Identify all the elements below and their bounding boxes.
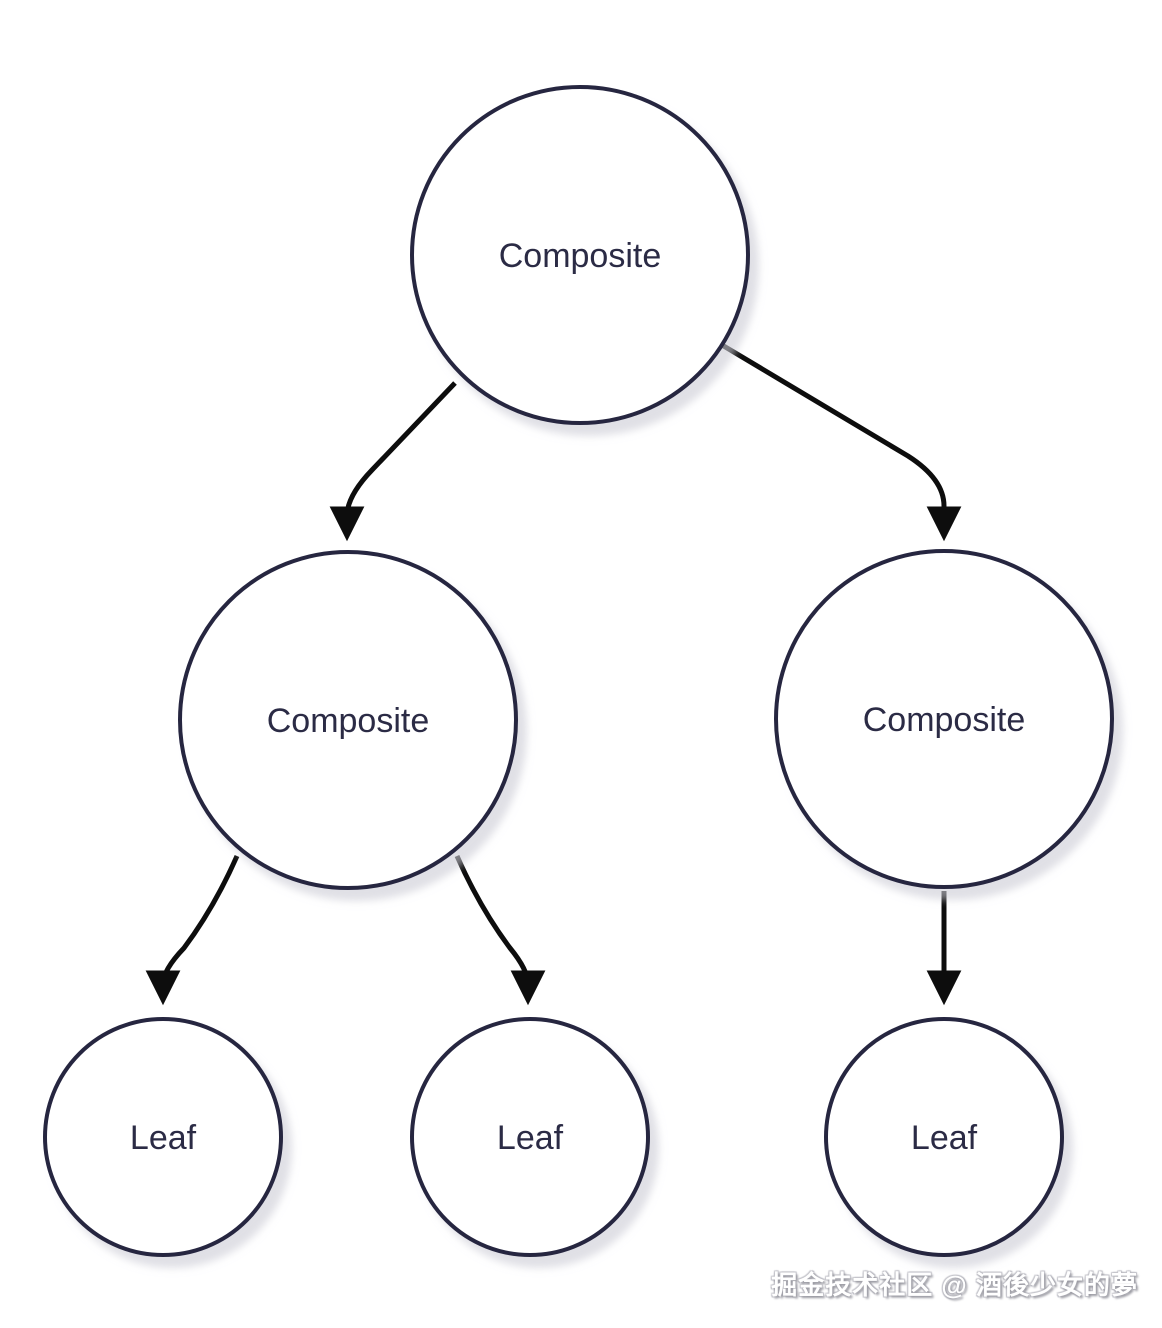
node-composite-right: Composite: [774, 549, 1114, 889]
edge-composite-left-to-leaf-1: [145, 854, 240, 1006]
edge-composite-left-to-leaf-2: [454, 854, 546, 1006]
node-composite-right-label: Composite: [863, 701, 1026, 739]
node-composite-left-circle: [178, 550, 518, 890]
edge-group: [145, 342, 962, 1006]
node-root-label: Composite: [499, 237, 662, 275]
node-leaf-1: Leaf: [43, 1017, 283, 1257]
node-leaf-2: Leaf: [410, 1017, 650, 1257]
node-leaf-3: Leaf: [824, 1017, 1064, 1257]
node-root-circle: [410, 85, 750, 425]
node-composite-right-circle: [774, 549, 1114, 889]
node-leaf-1-circle: [43, 1017, 283, 1257]
node-root: Composite: [410, 85, 750, 425]
edge-root-to-composite-right: [720, 342, 962, 542]
node-leaf-3-label: Leaf: [911, 1119, 978, 1157]
node-leaf-1-label: Leaf: [130, 1119, 197, 1157]
node-leaf-2-label: Leaf: [497, 1119, 564, 1157]
watermark: 掘金技术社区 @ 酒後少女的夢: [771, 1270, 1138, 1300]
edge-root-to-composite-left: [329, 381, 457, 542]
node-leaf-3-circle: [824, 1017, 1064, 1257]
node-composite-left: Composite: [178, 550, 518, 890]
node-leaf-2-circle: [410, 1017, 650, 1257]
node-composite-left-label: Composite: [267, 702, 430, 740]
